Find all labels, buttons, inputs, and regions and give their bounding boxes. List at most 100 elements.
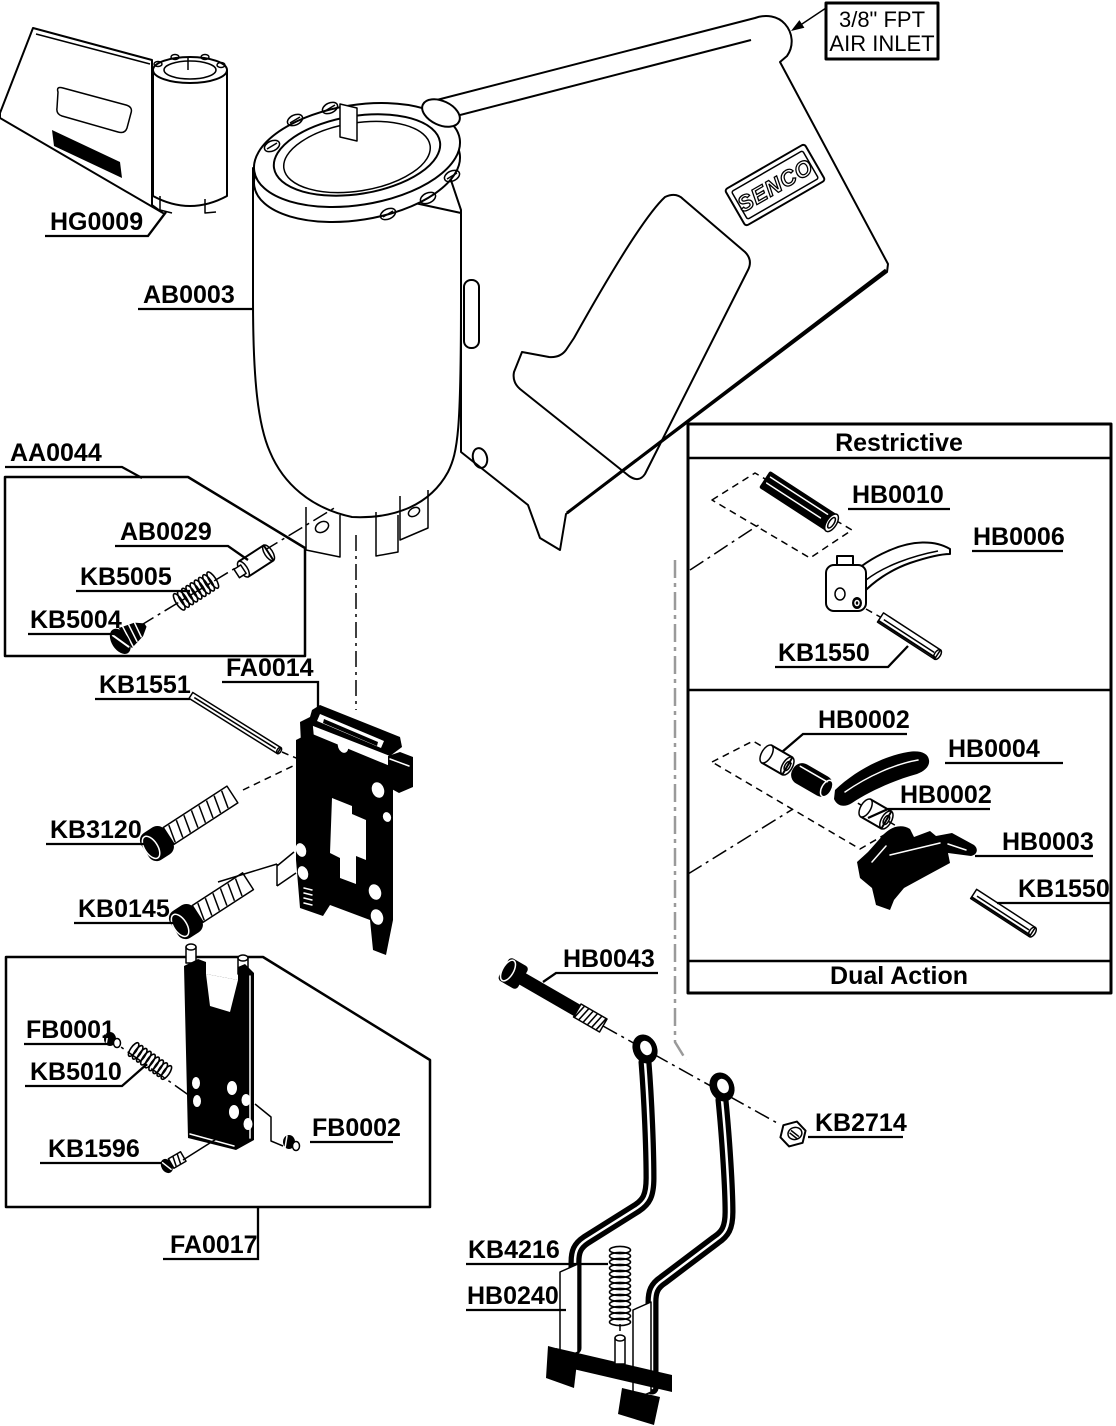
part-kb1550-pin-dual bbox=[969, 888, 1038, 938]
part-kb2714-nut bbox=[779, 1120, 807, 1148]
label-text: KB1550 bbox=[1018, 875, 1110, 903]
label-fa0014: FA0014 bbox=[222, 654, 320, 708]
label-kb5004: KB5004 bbox=[28, 606, 122, 636]
label-kb1596: KB1596 bbox=[40, 1135, 162, 1165]
mini-tool-hg0009 bbox=[0, 27, 228, 214]
air-inlet-line2: AIR INLET bbox=[829, 31, 934, 56]
label-hb0004: HB0004 bbox=[945, 735, 1063, 765]
label-kb5010: KB5010 bbox=[25, 1058, 148, 1088]
label-text: HB0240 bbox=[467, 1282, 559, 1310]
label-text: FB0001 bbox=[26, 1016, 115, 1044]
label-text: KB3120 bbox=[50, 816, 142, 844]
part-kb5005-spring bbox=[172, 571, 220, 611]
label-hg0009: HG0009 bbox=[45, 208, 167, 238]
part-kb0145-screw bbox=[168, 872, 255, 940]
part-kb1551-pin bbox=[188, 691, 283, 755]
cylinder bbox=[252, 98, 462, 558]
part-hb0010-tube bbox=[759, 471, 840, 533]
keyway bbox=[339, 103, 358, 142]
label-text: KB1596 bbox=[48, 1135, 140, 1163]
part-hb0003-latch bbox=[857, 826, 977, 910]
body-bottom-edge bbox=[566, 268, 887, 515]
label-kb0145: KB0145 bbox=[74, 895, 178, 925]
label-text: AA0044 bbox=[10, 439, 102, 467]
part-ab0029 bbox=[233, 544, 276, 579]
air-inlet-callout: 3/8" FPT AIR INLET bbox=[791, 1, 940, 61]
aa0044-box bbox=[3, 475, 337, 658]
label-text: HB0043 bbox=[563, 945, 655, 973]
label-hb0010: HB0010 bbox=[848, 481, 950, 511]
mini-tool-stripe bbox=[52, 130, 122, 178]
label-ab0029: AB0029 bbox=[115, 518, 249, 561]
handle-grip-cutout bbox=[512, 193, 751, 480]
label-text: FA0017 bbox=[170, 1231, 258, 1259]
part-kb3120-screw bbox=[139, 785, 239, 862]
label-text: KB1550 bbox=[778, 639, 870, 667]
part-kb1596-screw bbox=[160, 1150, 187, 1174]
air-inlet-line1: 3/8" FPT bbox=[839, 7, 925, 32]
label-text: KB2714 bbox=[815, 1109, 907, 1137]
main-body-ab0003: SENCO bbox=[252, 15, 889, 558]
label-text: HB0003 bbox=[1002, 828, 1094, 856]
thread-hatch bbox=[303, 887, 313, 906]
label-text: FA0014 bbox=[226, 654, 314, 682]
label-hb0043: HB0043 bbox=[542, 945, 658, 983]
top-port-hole bbox=[421, 98, 461, 128]
label-kb1551: KB1551 bbox=[95, 671, 191, 701]
label-text: KB5010 bbox=[30, 1058, 122, 1086]
label-text: KB4216 bbox=[468, 1236, 560, 1264]
label-text: KB0145 bbox=[78, 895, 170, 923]
lower-assembly bbox=[498, 958, 807, 1425]
restrictive-parts bbox=[711, 471, 951, 661]
part-hb0240-wire-form bbox=[546, 1034, 736, 1425]
part-fa0017-plate bbox=[184, 943, 254, 1150]
restrictive-title: Restrictive bbox=[835, 429, 963, 457]
body-side-slot bbox=[463, 279, 480, 349]
label-text: AB0003 bbox=[143, 281, 235, 309]
label-text: KB5004 bbox=[30, 606, 122, 634]
label-hb0240: HB0240 bbox=[466, 1282, 566, 1312]
part-fb0002-bumper bbox=[283, 1135, 301, 1152]
label-text: HB0010 bbox=[852, 481, 944, 509]
label-fa0017: FA0017 bbox=[163, 1207, 260, 1261]
air-inlet-arrow bbox=[791, 20, 805, 31]
part-hb0004-trigger bbox=[834, 751, 930, 806]
part-kb1550-pin-restrictive bbox=[876, 612, 943, 661]
part-hb0043-bolt bbox=[498, 958, 608, 1033]
label-ab0003: AB0003 bbox=[138, 281, 253, 311]
label-fb0001: FB0001 bbox=[24, 1016, 115, 1046]
label-kb2714: KB2714 bbox=[808, 1109, 907, 1139]
label-hb0002-lower: HB0002 bbox=[867, 781, 992, 820]
part-hb0002-bushing-upper bbox=[759, 744, 795, 776]
label-text: KB5005 bbox=[80, 563, 172, 591]
label-hb0003: HB0003 bbox=[975, 828, 1094, 858]
label-kb1550-dual: KB1550 bbox=[997, 875, 1110, 905]
label-text: HG0009 bbox=[50, 208, 143, 236]
label-text: AB0029 bbox=[120, 518, 212, 546]
label-kb3120: KB3120 bbox=[46, 816, 150, 846]
flange-screw-holes bbox=[263, 101, 461, 221]
dual-action-title: Dual Action bbox=[830, 962, 968, 990]
label-kb5005: KB5005 bbox=[76, 563, 190, 593]
options-panel: Restrictive Dual Action bbox=[686, 422, 1113, 995]
part-kb5010-spring bbox=[127, 1041, 173, 1081]
part-fa0014-guide-body bbox=[295, 705, 413, 955]
body-side-hole bbox=[471, 447, 489, 469]
label-text: FB0002 bbox=[312, 1114, 401, 1142]
label-aa0044: AA0044 bbox=[5, 439, 143, 480]
fold-line bbox=[673, 560, 688, 1061]
label-text: HB0002 bbox=[900, 781, 992, 809]
part-kb5004-screw bbox=[109, 622, 147, 654]
label-fb0002: FB0002 bbox=[310, 1114, 401, 1144]
part-kb4216-spring bbox=[608, 1245, 632, 1327]
part-hb0004-sleeve bbox=[791, 763, 834, 798]
label-kb4216: KB4216 bbox=[466, 1236, 608, 1266]
plate-pin bbox=[185, 943, 197, 964]
fa0017-box bbox=[4, 943, 432, 1209]
label-text: HB0002 bbox=[818, 706, 910, 734]
label-kb1550-restrictive: KB1550 bbox=[775, 639, 909, 669]
label-hb0002-upper: HB0002 bbox=[781, 706, 910, 753]
label-text: HB0006 bbox=[973, 523, 1065, 551]
